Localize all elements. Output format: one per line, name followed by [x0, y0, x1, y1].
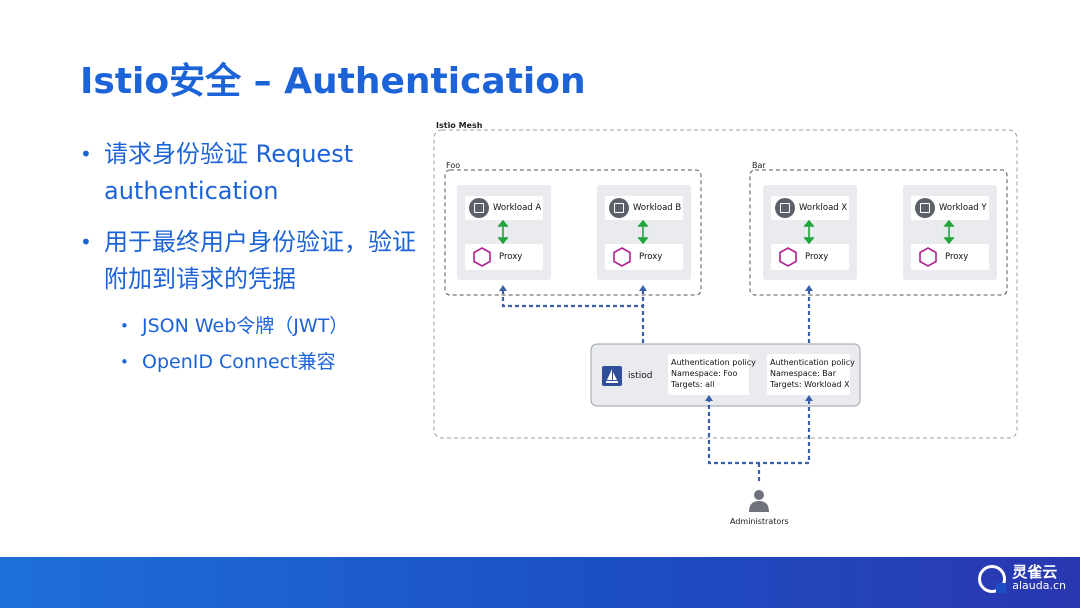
sub-bullet-text: JSON Web令牌（JWT） [142, 315, 349, 337]
proxy-box [605, 244, 683, 270]
cpu-chip-icon [775, 198, 795, 218]
bullet-text: 用于最终用户身份验证，验证附加到请求的凭据 [104, 228, 416, 293]
workload-y: Workload Y [915, 198, 987, 218]
policy-targets: Targets: Workload X [770, 380, 850, 389]
bullet-dot-icon: • [80, 142, 92, 166]
logo-url: alauda.cn [1012, 579, 1066, 592]
proxy-box [911, 244, 989, 270]
policy-heading: Authentication policy [671, 358, 756, 367]
istiod: istiod [602, 366, 652, 386]
cpu-chip-icon [915, 198, 935, 218]
istio-sail-icon [602, 366, 622, 386]
policy-bar: Authentication policy Namespace: Bar Tar… [770, 357, 855, 390]
workload-a: Workload A [469, 198, 541, 218]
proxy-box [465, 244, 543, 270]
workload-b: Workload B [609, 198, 681, 218]
footer-bar: 灵雀云 alauda.cn [0, 557, 1080, 608]
mesh-label: Istio Mesh [436, 121, 483, 130]
bullet-item: • 请求身份验证 Request authentication [80, 136, 420, 210]
double-arrow-icon [497, 219, 955, 245]
policy-heading: Authentication policy [770, 358, 855, 367]
namespace-box-bar [749, 169, 1008, 296]
bullet-text: 请求身份验证 Request authentication [104, 140, 354, 205]
namespace-label-bar: Bar [752, 161, 766, 170]
namespace-label-foo: Foo [446, 161, 461, 170]
slide-title: Istio安全 – Authentication [80, 61, 586, 102]
namespace-box-foo [444, 169, 702, 296]
mesh-boundary [433, 129, 1018, 439]
person-icon [749, 490, 769, 512]
proxy-label: Proxy [945, 252, 969, 262]
policy-namespace: Namespace: Bar [770, 369, 836, 378]
proxy-hexagon-icon [473, 247, 937, 267]
bullet-dot-icon: • [80, 230, 92, 254]
dashed-link [501, 290, 811, 482]
proxy-label: Proxy [639, 252, 663, 262]
bullet-dot-icon: • [120, 317, 129, 335]
sub-bullet-item: • OpenID Connect兼容 [120, 348, 420, 376]
sub-bullet-item: • JSON Web令牌（JWT） [120, 312, 420, 340]
arrowhead-icon [499, 285, 813, 401]
bullet-dot-icon: • [120, 353, 129, 371]
policy-targets: Targets: all [671, 380, 715, 389]
alauda-logo-icon [978, 565, 1007, 593]
cpu-chip-icon [469, 198, 489, 218]
bullet-list: • 请求身份验证 Request authentication • 用于最终用户… [80, 136, 420, 384]
cpu-chip-icon [609, 198, 629, 218]
sub-bullet-text: OpenID Connect兼容 [142, 351, 336, 373]
policy-box-foo [668, 354, 749, 395]
administrators-label: Administrators [730, 517, 789, 526]
workload-x: Workload X [775, 198, 847, 218]
brand-logo: 灵雀云 alauda.cn [978, 565, 1066, 593]
bullet-item: • 用于最终用户身份验证，验证附加到请求的凭据 [80, 224, 420, 298]
policy-foo: Authentication policy Namespace: Foo Tar… [671, 357, 756, 390]
policy-box-bar [767, 354, 850, 395]
proxy-box [771, 244, 849, 270]
proxy-label: Proxy [805, 252, 829, 262]
proxy-label: Proxy [499, 252, 523, 262]
policy-namespace: Namespace: Foo [671, 369, 738, 378]
logo-name: 灵雀云 [1012, 563, 1058, 581]
